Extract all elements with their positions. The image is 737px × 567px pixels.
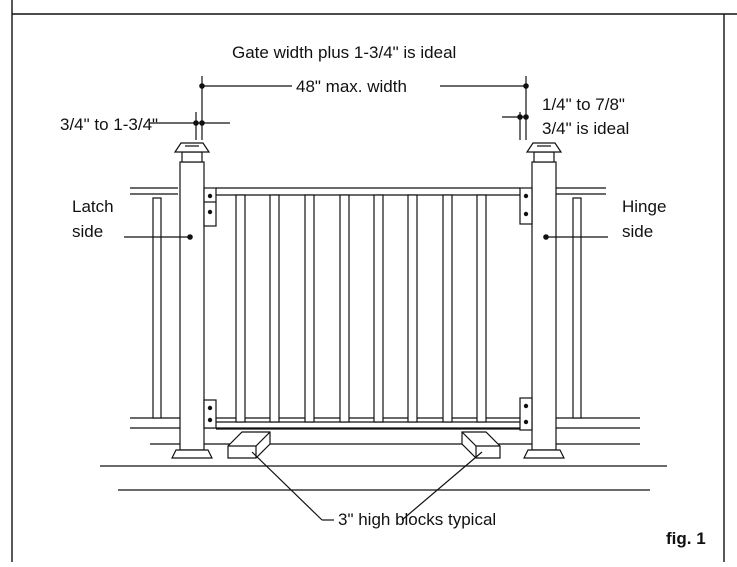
gate-baluster — [304, 194, 315, 423]
latch-side-label-line2: side — [72, 222, 104, 241]
gate-baluster — [442, 194, 453, 423]
gate-baluster — [339, 194, 350, 423]
left-railing-section — [130, 187, 178, 419]
gate-baluster — [235, 194, 246, 423]
gate-panel — [216, 187, 520, 430]
latch-post — [171, 142, 213, 459]
figure-frame — [11, 0, 737, 562]
figure-label: fig. 1 — [666, 529, 706, 548]
hinge-gap-label-line1: 1/4" to 7/8" — [542, 95, 625, 114]
dimension-lines — [150, 76, 529, 140]
max-width-label: 48" max. width — [296, 77, 407, 96]
hinge-side-label-line1: Hinge — [622, 197, 667, 216]
gate-width-label: Gate width plus 1-3/4" is ideal — [232, 43, 457, 62]
latch-hardware — [203, 187, 217, 429]
gate-balusters — [235, 194, 487, 423]
gate-baluster — [407, 194, 418, 423]
gate-baluster — [476, 194, 487, 423]
gate-hinges — [519, 187, 533, 431]
blocks-label: 3" high blocks typical — [338, 510, 497, 529]
gate-baluster — [373, 194, 384, 423]
latch-gap-label: 3/4" to 1-3/4" — [60, 115, 159, 134]
gate-baluster — [269, 194, 280, 423]
hinge-gap-label-line2: 3/4" is ideal — [542, 119, 630, 138]
right-railing-section — [556, 187, 606, 419]
latch-side-label-line1: Latch — [72, 197, 114, 216]
leader-lines — [124, 234, 608, 521]
hinge-post — [523, 142, 565, 459]
hinge-side-label-line2: side — [622, 222, 654, 241]
support-blocks — [227, 431, 501, 459]
